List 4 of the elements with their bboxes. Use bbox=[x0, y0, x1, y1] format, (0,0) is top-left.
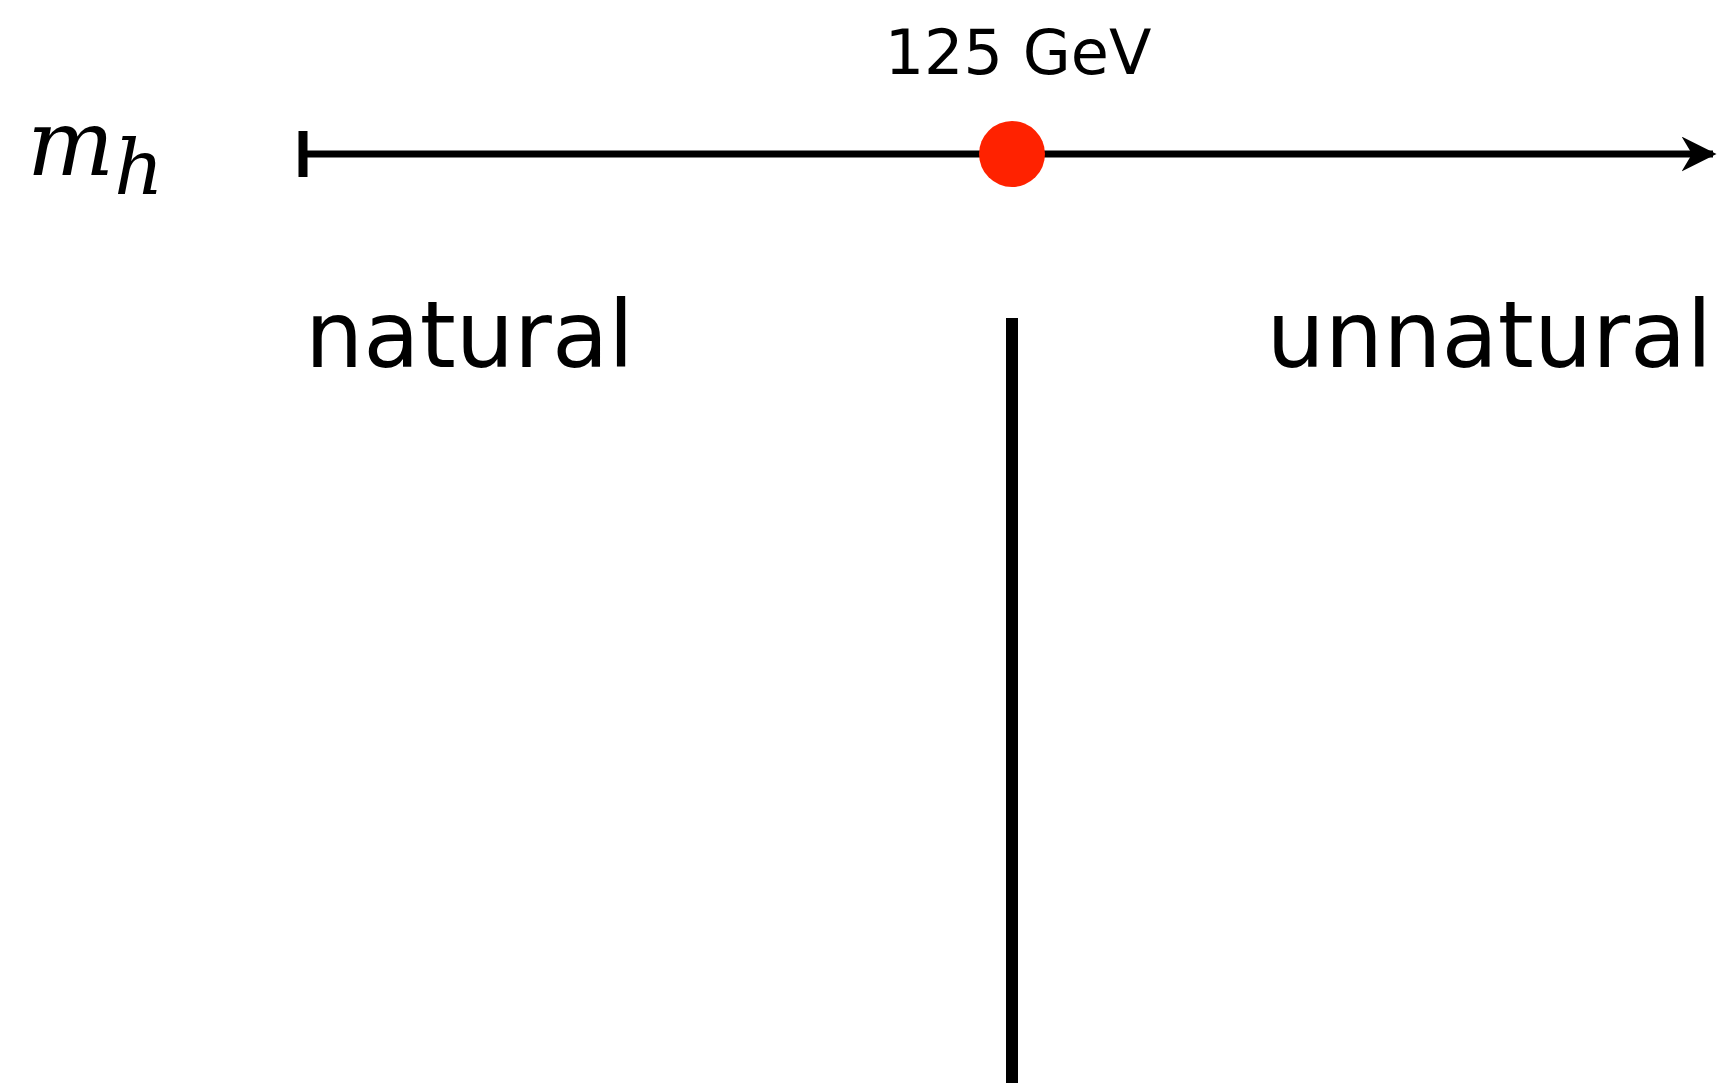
region-label: unnatural bbox=[1266, 290, 1712, 382]
axis-label: m$_{h}$ bbox=[27, 98, 164, 208]
region-label: natural bbox=[305, 290, 634, 382]
value-label: 125 GeV bbox=[884, 22, 1152, 84]
